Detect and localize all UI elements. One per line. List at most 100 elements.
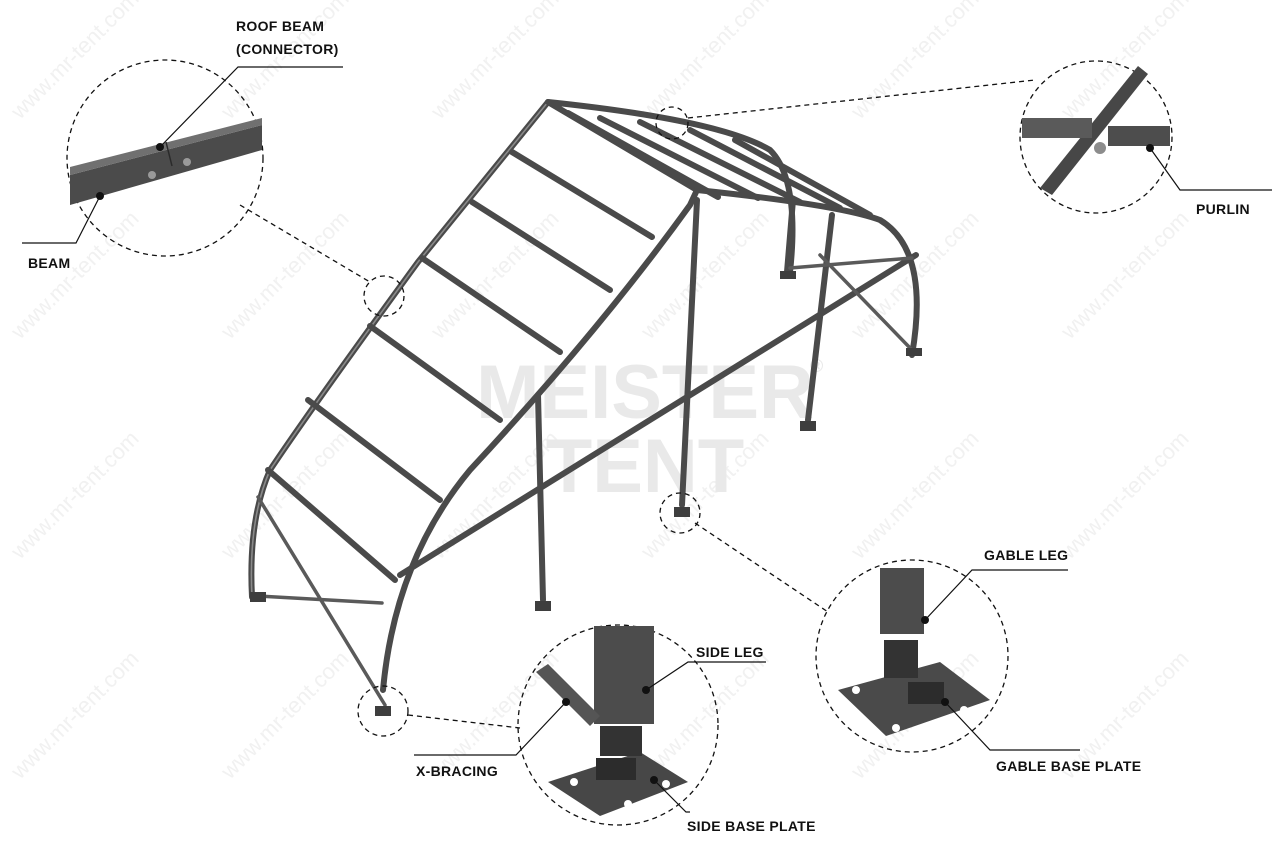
base-plate	[906, 348, 922, 356]
label-beam: BEAM	[28, 255, 70, 271]
connector-line	[687, 79, 1036, 119]
bolt-hole	[960, 706, 968, 714]
watermark-url: www.mr-tent.com	[5, 206, 144, 345]
bolt-hole	[662, 780, 670, 788]
leader-line	[944, 701, 1080, 751]
leader-line	[159, 66, 343, 148]
bolt	[148, 171, 156, 179]
purlin-left	[1022, 118, 1092, 138]
connector-line	[239, 204, 371, 283]
detail-circle	[66, 59, 264, 257]
label-side-leg: SIDE LEG	[696, 644, 764, 660]
callout-marker-gable	[659, 492, 701, 534]
base-plate	[250, 592, 266, 602]
callout-marker-side	[357, 685, 409, 737]
detail-circle	[517, 624, 719, 826]
side-base-plate-shape	[548, 752, 688, 816]
label-side-base-plate: SIDE BASE PLATE	[687, 818, 816, 834]
bolt	[183, 158, 191, 166]
rear-gable-arch	[694, 187, 920, 358]
watermark-url: www.mr-tent.com	[5, 426, 144, 565]
label-x-bracing: X-BRACING	[416, 763, 498, 779]
watermark-url: www.mr-tent.com	[1055, 206, 1194, 345]
callout-marker-beam	[363, 275, 405, 317]
front-right-arch	[380, 187, 700, 693]
tent-frame	[248, 99, 922, 716]
side-purlin	[367, 323, 503, 423]
base-plate	[780, 271, 796, 279]
roof-purlin	[565, 110, 721, 200]
detail-side: SIDE LEG X-BRACING SIDE BASE PLATE	[414, 624, 816, 834]
watermark-url: www.mr-tent.com	[845, 426, 984, 565]
roof-purlin	[687, 127, 843, 211]
base-plate	[535, 601, 551, 611]
detail-circle	[1019, 60, 1173, 214]
bolt-hole	[892, 724, 900, 732]
roof-purlin	[637, 119, 803, 205]
side-purlin	[469, 199, 613, 293]
leader-line	[924, 569, 1068, 621]
side-purlin	[509, 149, 655, 240]
beam-section	[70, 125, 262, 205]
leader-line	[414, 701, 567, 756]
eave-beam	[397, 252, 919, 578]
label-gable-base-plate: GABLE BASE PLATE	[996, 758, 1141, 774]
brand-watermark: MEISTER TENT ®	[476, 350, 823, 509]
leader-line	[1149, 147, 1272, 191]
callout-marker-purlin	[655, 106, 689, 140]
label-roof-beam: ROOF BEAM	[236, 18, 324, 34]
x-bracing-arm	[536, 664, 600, 726]
watermark-url: www.mr-tent.com	[845, 0, 984, 124]
purlin-right	[1108, 126, 1170, 146]
gable-leg	[679, 197, 700, 508]
detail-circle	[815, 559, 1009, 753]
leader-line	[22, 195, 101, 244]
leader-line	[645, 661, 766, 691]
hinge-bracket	[884, 640, 918, 678]
bolt-hole	[852, 686, 860, 694]
watermark-url: www.mr-tent.com	[5, 0, 144, 124]
connector-line	[694, 522, 829, 613]
watermark-url: www.mr-tent.com	[1055, 426, 1194, 565]
side-purlin	[265, 467, 398, 583]
bolt-hole	[624, 800, 632, 808]
bracket	[1094, 142, 1106, 154]
rear-gable-leg	[784, 197, 796, 275]
base-plate	[375, 706, 391, 716]
rear-side-leg	[805, 212, 835, 423]
bolt-hole	[570, 778, 578, 786]
ridge-section	[1040, 66, 1148, 195]
watermark-url: www.mr-tent.com	[635, 0, 774, 124]
side-leg	[535, 392, 546, 603]
detail-gable: GABLE LEG GABLE BASE PLATE	[815, 547, 1141, 774]
base-socket	[596, 758, 636, 780]
watermark-url: www.mr-tent.com	[1055, 0, 1194, 124]
watermark-url: www.mr-tent.com	[215, 646, 354, 785]
connector-line	[407, 714, 521, 729]
beam-top-face	[70, 118, 262, 175]
label-connector: (CONNECTOR)	[236, 41, 339, 57]
watermark-url: www.mr-tent.com	[635, 206, 774, 345]
rear-left-arch	[545, 99, 796, 275]
roof-purlin	[732, 137, 873, 218]
rear-bracing	[818, 253, 914, 352]
joint-seam	[165, 141, 173, 167]
hinge-bracket	[600, 726, 642, 756]
bracing-bar	[256, 594, 384, 605]
detail-purlin: PURLIN	[1019, 60, 1272, 217]
label-purlin: PURLIN	[1196, 201, 1250, 217]
side-leg-tube	[594, 626, 654, 724]
base-plate	[800, 421, 816, 431]
side-purlin	[305, 397, 443, 503]
base-socket	[908, 682, 944, 704]
gable-leg-tube	[880, 568, 924, 634]
front-arch-highlight	[250, 101, 549, 598]
leader-line	[653, 779, 690, 813]
rear-bracing	[788, 256, 914, 270]
watermark-url: www.mr-tent.com	[5, 646, 144, 785]
detail-roof-beam: ROOF BEAM (CONNECTOR) BEAM	[22, 18, 343, 271]
roof-purlin	[597, 115, 761, 201]
base-plate	[674, 507, 690, 517]
